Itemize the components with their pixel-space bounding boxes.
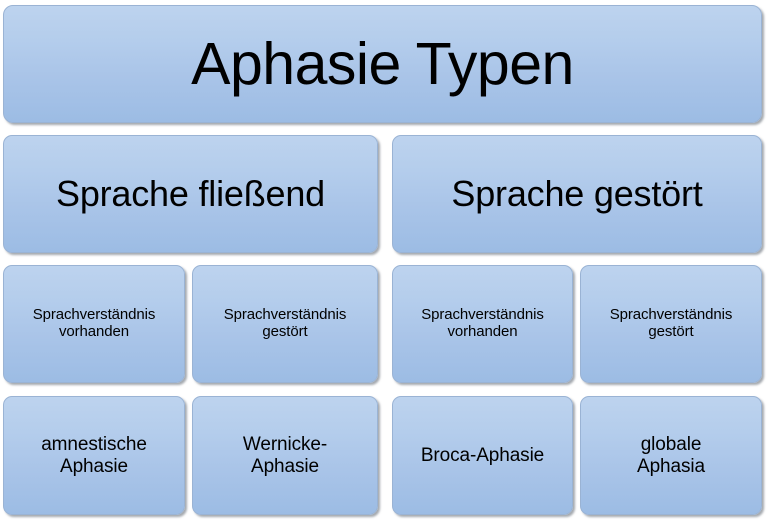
aphasia-type-node-1: amnestische Aphasie — [3, 396, 185, 515]
branch-node-speech-fluent: Sprache fließend — [3, 135, 378, 253]
aphasia-type-node-2: Wernicke- Aphasie — [192, 396, 378, 515]
aphasia-type-label-2: Wernicke- Aphasie — [242, 434, 328, 477]
comprehension-node-2: Sprachverständnis gestört — [192, 265, 378, 383]
aphasia-type-node-3: Broca-Aphasie — [392, 396, 573, 515]
diagram-title-node: Aphasie Typen — [3, 5, 762, 123]
comprehension-label-2: Sprachverständnis gestört — [223, 306, 347, 340]
branch-label-speech-impaired: Sprache gestört — [451, 172, 703, 214]
comprehension-label-3: Sprachverständnis vorhanden — [421, 306, 544, 340]
comprehension-node-3: Sprachverständnis vorhanden — [392, 265, 573, 383]
comprehension-node-4: Sprachverständnis gestört — [580, 265, 762, 383]
diagram-title-label: Aphasie Typen — [191, 30, 574, 97]
comprehension-label-1: Sprachverständnis vorhanden — [32, 306, 156, 340]
comprehension-label-4: Sprachverständnis gestört — [609, 306, 733, 340]
aphasia-type-label-1: amnestische Aphasie — [41, 434, 147, 477]
comprehension-node-1: Sprachverständnis vorhanden — [3, 265, 185, 383]
aphasia-type-label-3: Broca-Aphasie — [420, 444, 545, 466]
branch-label-speech-fluent: Sprache fließend — [56, 172, 325, 214]
aphasia-type-label-4: globale Aphasia — [637, 434, 705, 477]
aphasia-type-node-4: globale Aphasia — [580, 396, 762, 515]
branch-node-speech-impaired: Sprache gestört — [392, 135, 762, 253]
